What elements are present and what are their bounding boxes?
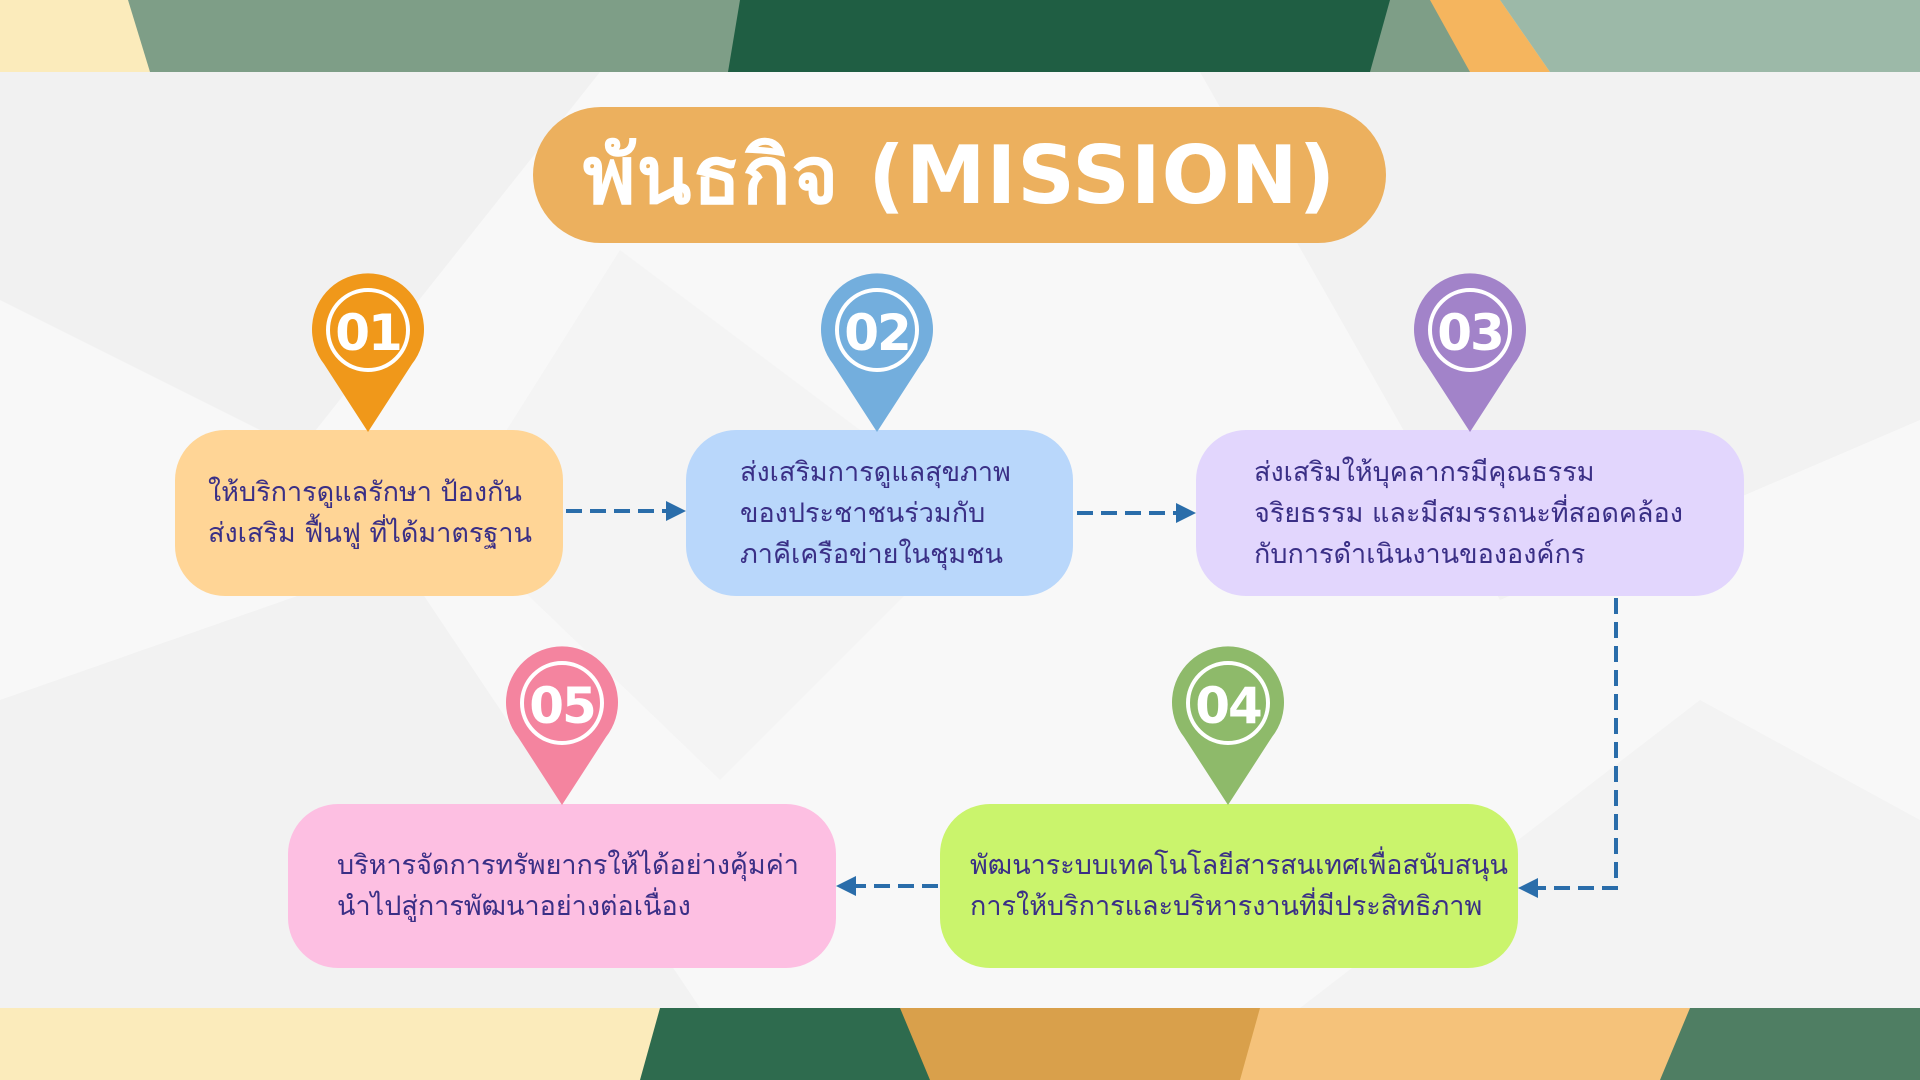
mission-02-line-1: ส่งเสริมการดูแลสุขภาพ [740,456,1011,488]
page-title: พันธกิจ (MISSION) [582,128,1337,222]
mission-02-pin: 02 [817,272,937,432]
mission-01-pin: 01 [308,272,428,432]
mission-01-line-2: ส่งเสริม ฟื้นฟู ที่ได้มาตรฐาน [208,518,532,549]
mission-03-number: 03 [1437,304,1505,362]
mission-04-number: 04 [1195,677,1263,735]
mission-04-line-2: การให้บริการและบริหารงานที่มีประสิทธิภาพ [970,891,1483,922]
mission-02-box: ส่งเสริมการดูแลสุขภาพ ของประชาชนร่วมกับ … [686,430,1073,596]
mission-03-pin: 03 [1410,272,1530,432]
mission-04-line-1: พัฒนาระบบเทคโนโลยีสารสนเทศเพื่อสนับสนุน [970,850,1508,881]
mission-01-number: 01 [335,304,403,362]
mission-05-line-1: บริหารจัดการทรัพยากรให้ได้อย่างคุ้มค่า [337,850,799,881]
mission-03-line-2: จริยธรรม และมีสมรรถนะที่สอดคล้อง [1254,497,1683,529]
mission-03-line-1: ส่งเสริมให้บุคลากรมีคุณธรรม [1254,456,1595,488]
mission-05-box: บริหารจัดการทรัพยากรให้ได้อย่างคุ้มค่า น… [288,804,836,968]
mission-01-box: ให้บริการดูแลรักษา ป้องกัน ส่งเสริม ฟื้น… [175,430,563,596]
mission-03-box: ส่งเสริมให้บุคลากรมีคุณธรรม จริยธรรม และ… [1196,430,1744,596]
mission-02-line-2: ของประชาชนร่วมกับ [740,497,986,529]
mission-04-box: พัฒนาระบบเทคโนโลยีสารสนเทศเพื่อสนับสนุน … [940,804,1518,968]
mission-02-line-3: ภาคีเครือข่ายในชุมชน [740,538,1004,570]
mission-02-number: 02 [844,304,912,362]
mission-03-line-3: กับการดำเนินงานขององค์กร [1254,538,1586,570]
mission-05-number: 05 [529,677,597,735]
mission-01-line-1: ให้บริการดูแลรักษา ป้องกัน [208,477,522,508]
title-banner: พันธกิจ (MISSION) [533,107,1386,243]
mission-04-pin: 04 [1168,645,1288,805]
mission-05-line-2: นำไปสู่การพัฒนาอย่างต่อเนื่อง [337,891,691,922]
mission-05-pin: 05 [502,645,622,805]
